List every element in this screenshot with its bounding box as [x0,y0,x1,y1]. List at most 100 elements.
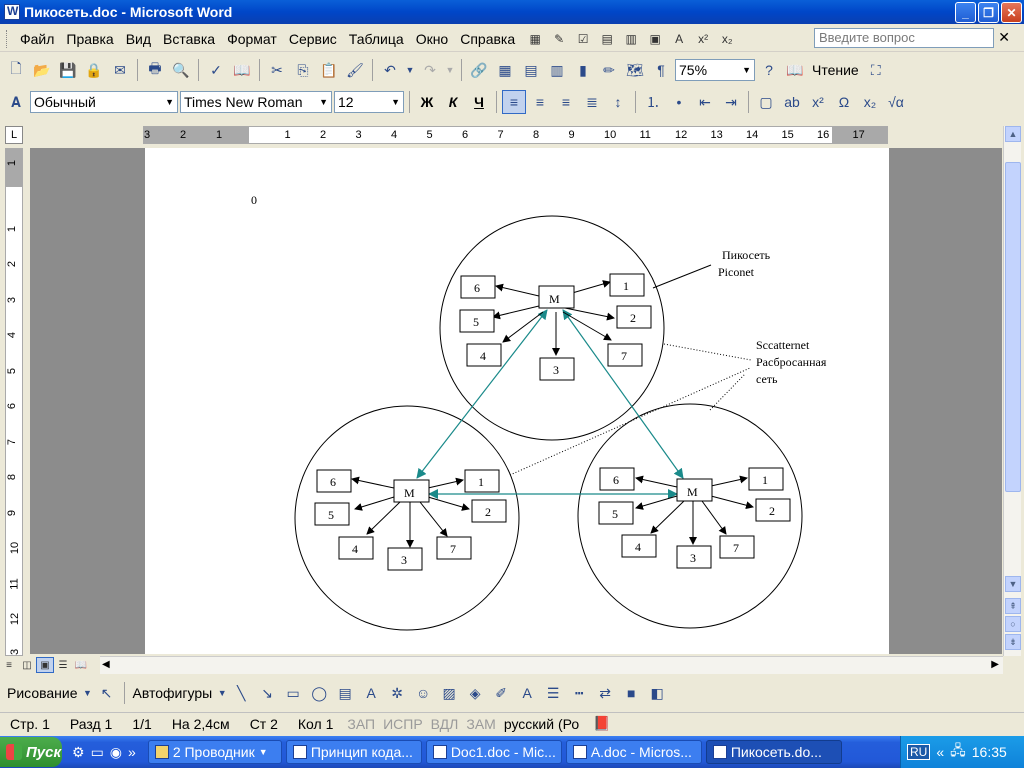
highlight-icon[interactable]: ab [784,94,800,110]
subscript-icon[interactable]: x₂ [721,31,733,46]
clipart-icon[interactable]: ☺ [416,685,431,701]
equation-icon[interactable]: √α [888,94,904,110]
font-color-icon[interactable]: A [522,685,532,701]
format-painter-icon[interactable]: 🖌 [346,61,364,78]
columns-icon[interactable]: ▮ [579,61,587,78]
drawing-icon[interactable]: ✏ [603,61,615,78]
previous-page-icon[interactable]: ⇞ [1005,598,1021,614]
tab-selector[interactable]: L [5,126,23,144]
diagram-icon[interactable]: ✲ [391,684,404,701]
binoculars-icon[interactable]: ⛶ [870,61,881,78]
show-desktop-icon[interactable]: ▭ [90,743,104,760]
undo-icon[interactable]: ↶ [384,61,396,78]
horizontal-scrollbar[interactable]: ◀ ▶ [100,656,1003,674]
redo-dropdown-icon[interactable]: ▼ [445,65,455,75]
status-rec[interactable]: ЗАП [347,715,376,732]
word-app-icon[interactable] [4,4,20,20]
font-superscript-icon[interactable]: x² [812,94,824,110]
language-indicator[interactable]: RU [907,744,931,760]
font-size-select[interactable]: 12 ▼ [334,91,404,113]
font-select[interactable]: Times New Roman ▼ [180,91,332,113]
line-style-icon[interactable]: ☰ [546,684,560,701]
dash-style-icon[interactable]: ┅ [574,684,584,701]
undo-dropdown-icon[interactable]: ▼ [405,65,415,75]
task-word-3[interactable]: A.doc - Micros... [565,740,702,764]
toolbar-grip[interactable] [6,29,10,48]
superscript-icon[interactable]: x² [698,31,709,46]
align-right-icon[interactable]: ≡ [561,94,571,110]
form-check-icon[interactable]: ☑ [577,31,589,46]
numbering-icon[interactable]: ⒈ [646,94,660,110]
email-icon[interactable]: ✉ [114,61,126,78]
clock[interactable]: 16:35 [971,744,1007,760]
task-word-1[interactable]: Принцип кода... [285,740,422,764]
menu-window[interactable]: Окно [415,30,449,47]
quicklaunch-more-icon[interactable]: » [128,743,136,760]
task-word-active[interactable]: Пикосеть.do... [705,740,842,764]
status-ovr[interactable]: ЗАМ [466,715,496,732]
print-icon[interactable]: 🖶 [148,60,162,76]
cut-icon[interactable]: ✂ [271,61,283,78]
browser-icon[interactable]: ◉ [109,743,123,760]
tray-expand-icon[interactable]: « [936,744,945,760]
research-icon[interactable]: 📖 [233,61,251,78]
draw-menu-button[interactable]: Рисование [7,685,78,701]
oval-tool-icon[interactable]: ◯ [311,684,327,701]
redo-icon[interactable]: ↷ [424,61,436,78]
status-language[interactable]: русский (Ро [503,715,580,732]
restore-button[interactable]: ❐ [978,2,999,23]
text-size-icon[interactable]: A [675,31,684,46]
document-area[interactable]: 0 Пикосеть Piconet Sccatternet Расбросан… [30,148,1002,654]
network-icon[interactable]: 🖧 [950,742,966,758]
scroll-down-icon[interactable]: ▼ [1005,576,1021,592]
close-button[interactable]: ✕ [1001,2,1022,23]
scroll-left-icon[interactable]: ◀ [102,659,110,670]
paste-icon[interactable]: 📋 [320,61,338,78]
omega-icon[interactable]: Ω [838,94,850,110]
status-ext[interactable]: ВДЛ [430,715,459,732]
start-button[interactable]: Пуск [0,737,62,767]
arrow-tool-icon[interactable]: ↘ [261,684,274,701]
outline-view-icon[interactable]: ☰ [58,659,68,671]
scroll-right-icon[interactable]: ▶ [991,659,999,670]
task-word-2[interactable]: Doc1.doc - Mic... [425,740,562,764]
tables-borders-icon[interactable]: ▦ [498,61,512,78]
borders-icon[interactable]: ▢ [759,93,773,110]
autoshapes-button[interactable]: Автофигуры [132,685,213,701]
read-mode-icon[interactable]: 📖 [786,61,804,78]
font-subscript-icon[interactable]: x₂ [863,94,877,110]
hyperlink-icon[interactable]: 🔗 [470,61,488,78]
spelling-status-icon[interactable]: 📕 [593,715,611,731]
save-icon[interactable]: 💾 [59,61,77,78]
spelling-icon[interactable]: ✓ [210,61,222,78]
align-center-icon[interactable]: ≡ [535,94,545,110]
menu-insert[interactable]: Вставка [163,30,216,47]
normal-view-icon[interactable]: ≡ [6,659,12,671]
status-trk[interactable]: ИСПР [383,715,423,732]
align-left-icon[interactable]: ≡ [502,90,526,114]
permission-icon[interactable]: 🔒 [85,61,103,78]
task-explorer[interactable]: 2 Проводник ▼ [147,740,282,764]
quicklaunch-app-icon[interactable]: ⚙ [72,743,85,760]
decrease-indent-icon[interactable]: ⇤ [699,93,711,110]
rectangle-tool-icon[interactable]: ▭ [286,684,300,701]
menu-view[interactable]: Вид [125,30,152,47]
minimize-button[interactable]: _ [955,2,976,23]
bullets-icon[interactable]: • [676,94,682,110]
picture-icon[interactable]: ▨ [442,684,456,701]
title-bar[interactable]: Пикосеть.doc - Microsoft Word _ ❐ ✕ [0,0,1024,24]
menu-table[interactable]: Таблица [348,30,404,47]
select-objects-icon[interactable]: ↖ [100,684,113,701]
new-document-icon[interactable]: 🗋 [10,60,22,76]
zoom-select[interactable]: 75% ▼ [675,59,755,81]
scroll-up-icon[interactable]: ▲ [1005,126,1021,142]
insert-table-icon[interactable]: ▤ [524,61,538,78]
line-spacing-icon[interactable]: ↕ [614,94,622,110]
insert-cols-icon[interactable]: ▥ [625,31,637,46]
web-view-icon[interactable]: ◫ [22,659,32,671]
menu-help[interactable]: Справка [460,30,516,47]
close-document-icon[interactable]: ✕ [998,29,1010,45]
chevron-down-icon[interactable]: ▼ [83,688,92,698]
